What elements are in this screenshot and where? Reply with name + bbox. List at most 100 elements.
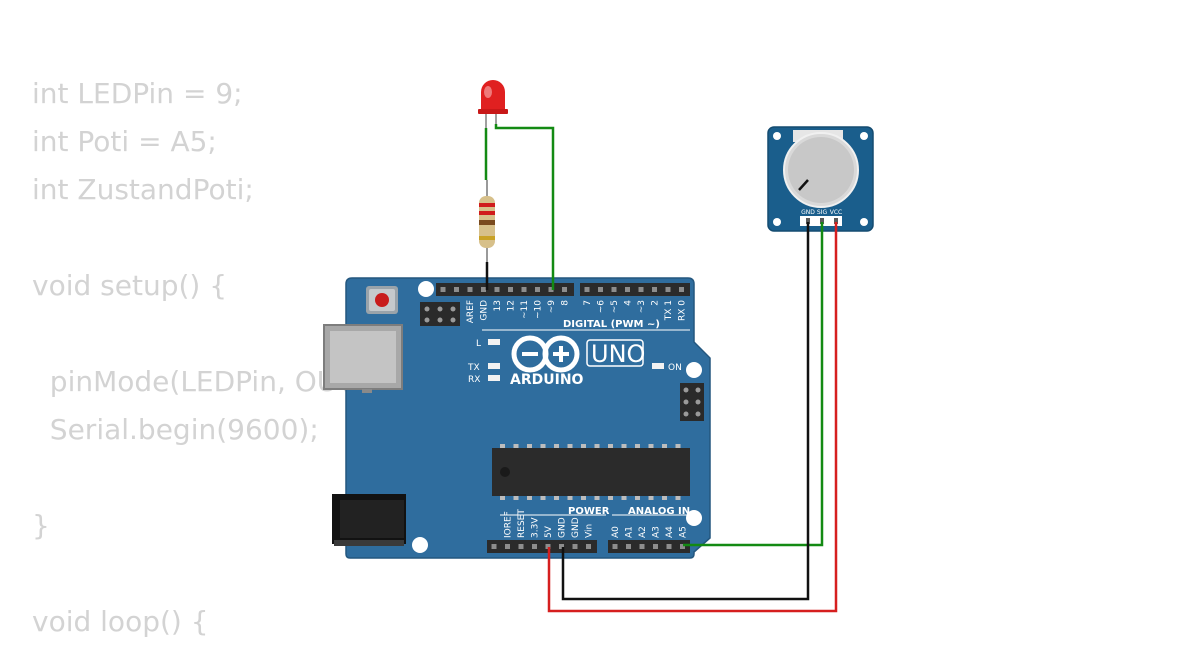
header-pin[interactable]	[638, 287, 644, 292]
header-pin[interactable]	[639, 544, 645, 549]
analog-pin-label: A2	[638, 526, 648, 538]
mounting-hole	[412, 537, 428, 553]
header-pin[interactable]	[612, 544, 618, 549]
header-pin[interactable]	[494, 287, 500, 292]
mounting-hole	[860, 132, 868, 140]
power-pin-label: IOREF	[504, 511, 514, 538]
potentiometer-knob[interactable]	[783, 132, 859, 208]
header-pin[interactable]	[584, 287, 590, 292]
digital-pin-label: ~5	[610, 300, 620, 313]
header-pin[interactable]	[518, 544, 524, 549]
uno-model: UNO	[591, 340, 645, 368]
code-line: int ZustandPoti;	[32, 173, 254, 206]
header-pin[interactable]	[611, 287, 617, 292]
header-pin[interactable]	[440, 287, 446, 292]
header-pin[interactable]	[481, 287, 486, 292]
wire-led-anode-to-d9	[494, 124, 555, 290]
rx-led	[488, 375, 500, 381]
red-led[interactable]	[478, 80, 508, 128]
power-header[interactable]	[487, 540, 597, 553]
code-line: int LEDPin = 9;	[32, 77, 243, 110]
wires	[484, 124, 838, 613]
pot-pin[interactable]	[834, 218, 838, 224]
usb-connector[interactable]	[323, 324, 403, 393]
icsp-header-1	[420, 302, 460, 326]
rx-led-label: RX	[468, 375, 480, 385]
header-pin[interactable]	[505, 544, 510, 549]
header-pin[interactable]	[521, 287, 527, 292]
tx-led-label: TX	[467, 363, 480, 373]
resistor[interactable]	[479, 180, 495, 262]
l-led-label: L	[476, 339, 481, 349]
code-line: }	[32, 509, 50, 542]
header-pin[interactable]	[653, 544, 658, 549]
digital-pin-label: 2	[651, 300, 661, 306]
header-pin[interactable]	[562, 287, 567, 292]
code-line: Serial.begin(9600);	[32, 413, 319, 446]
pot-pin-label: GND	[801, 209, 815, 216]
power-pin-label: 3.3V	[531, 517, 541, 538]
icsp-header-2	[680, 383, 704, 421]
analog-in-label: ANALOG IN	[628, 506, 690, 517]
header-pin[interactable]	[625, 287, 630, 292]
arduino-logo-icon	[511, 335, 580, 373]
digital-pin-label: ~11	[520, 300, 530, 319]
header-pin[interactable]	[652, 287, 657, 292]
header-pin[interactable]	[572, 544, 578, 549]
digital-pin-label: ~6	[597, 300, 607, 314]
header-pin[interactable]	[545, 544, 551, 549]
on-led	[652, 363, 664, 369]
digital-pwm-label: DIGITAL (PWM ~)	[563, 319, 660, 330]
power-pin-label: Vin	[585, 524, 595, 538]
power-jack[interactable]	[332, 494, 406, 546]
analog-pin-label: A3	[652, 526, 662, 538]
power-pin-label: GND	[571, 517, 581, 538]
digital-pin-label: 8	[561, 300, 571, 306]
pot-pin[interactable]	[806, 218, 810, 224]
mounting-hole	[860, 218, 868, 226]
mounting-hole	[773, 218, 781, 226]
pot-pin-label: VCC	[830, 209, 842, 216]
header-pin[interactable]	[508, 287, 513, 292]
wire-pot-sig-to-a5	[683, 222, 824, 547]
mounting-hole	[686, 510, 702, 526]
atmega-chip	[492, 444, 690, 500]
power-pin-label: RESET	[517, 509, 527, 538]
tx-led	[488, 363, 500, 369]
header-pin[interactable]	[454, 287, 459, 292]
analog-pin-label: A0	[611, 526, 621, 538]
header-pin[interactable]	[586, 544, 591, 549]
analog-pin-label: A5	[679, 526, 689, 538]
header-pin[interactable]	[532, 544, 537, 549]
digital-pin-label: AREF	[466, 300, 476, 323]
header-pin[interactable]	[535, 287, 540, 292]
header-pin[interactable]	[559, 544, 564, 549]
pot-pin[interactable]	[820, 218, 824, 224]
digital-header[interactable]	[436, 283, 690, 296]
mounting-hole	[686, 362, 702, 378]
pot-pin-label: SIG	[817, 209, 828, 216]
header-pin[interactable]	[467, 287, 473, 292]
arduino-brand: ARDUINO	[510, 372, 584, 388]
digital-pin-label: GND	[480, 300, 490, 321]
header-pin[interactable]	[666, 544, 672, 549]
header-pin[interactable]	[598, 287, 603, 292]
header-pin[interactable]	[491, 544, 497, 549]
digital-pin-label: 12	[507, 300, 517, 311]
header-pin[interactable]	[548, 287, 554, 292]
analog-header[interactable]	[608, 540, 690, 553]
digital-pin-label: ~3	[637, 300, 647, 313]
reset-button[interactable]	[366, 286, 398, 314]
power-label: POWER	[568, 506, 610, 517]
header-pin[interactable]	[679, 287, 684, 292]
wire-pot-vcc-to-5v	[547, 222, 838, 613]
header-pin[interactable]	[665, 287, 671, 292]
digital-pin-label: 7	[583, 300, 593, 306]
header-pin[interactable]	[680, 544, 685, 549]
header-pin[interactable]	[626, 544, 631, 549]
